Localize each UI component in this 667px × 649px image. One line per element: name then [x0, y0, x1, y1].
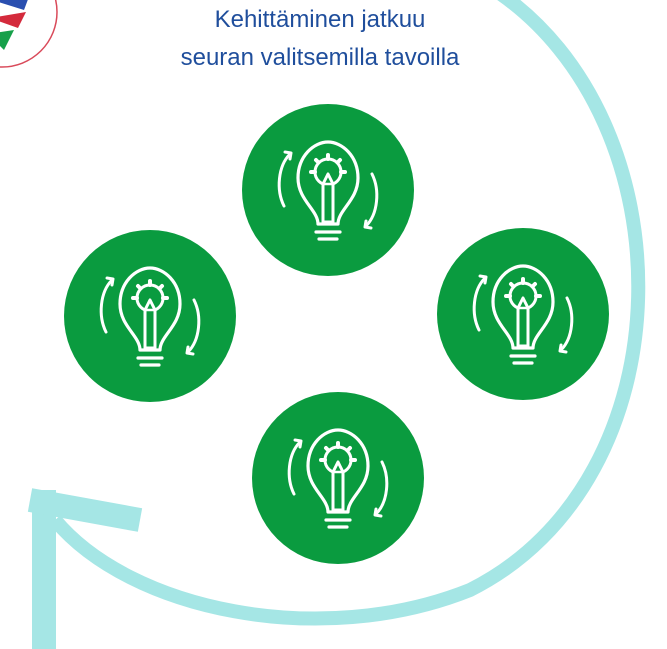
node-top	[242, 104, 414, 276]
node-left	[64, 230, 236, 402]
logo-fragment	[0, 0, 58, 68]
node-right	[437, 228, 609, 400]
node-bottom	[252, 392, 424, 564]
title-line-2: seuran valitsemilla tavoilla	[180, 44, 460, 71]
cycle-arrow	[27, 0, 646, 649]
title-line-1: Kehittäminen jatkuu	[214, 6, 426, 33]
